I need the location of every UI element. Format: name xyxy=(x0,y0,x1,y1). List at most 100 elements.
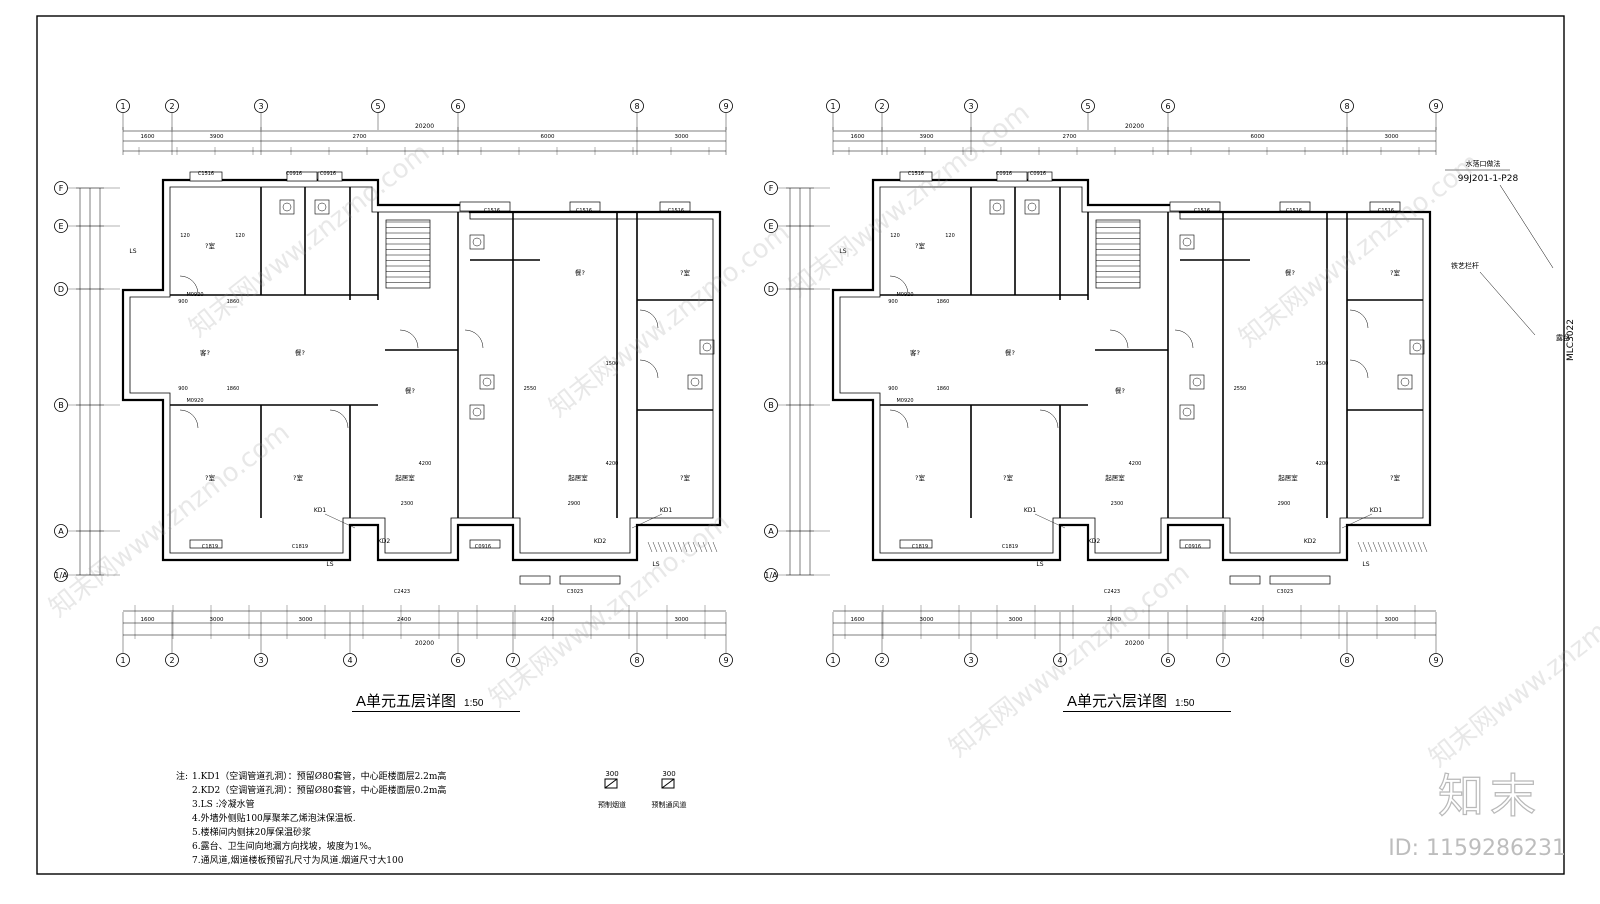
axis-row-B-label: B xyxy=(58,401,64,410)
fixture-bowl xyxy=(482,377,492,387)
axis-top-2-circle xyxy=(875,99,889,113)
room-label: ?室 xyxy=(680,268,690,277)
window xyxy=(1179,539,1211,549)
room-label: 起居室 xyxy=(1278,473,1298,482)
axis-top-9-circle xyxy=(1429,99,1443,113)
door-swing xyxy=(179,275,199,295)
opening-code: C1819 xyxy=(202,544,218,550)
room-label: 餐? xyxy=(1005,348,1015,357)
dim-text: 900 xyxy=(178,386,188,392)
opening-code: C1516 xyxy=(1286,208,1302,214)
note-item: 4.外墙外侧贴100厚聚苯乙烯泡沫保温板. xyxy=(192,814,356,824)
axis-bottom-9-label: 9 xyxy=(723,656,728,665)
leader-line xyxy=(1034,513,1066,529)
dim-text: 2550 xyxy=(1234,386,1247,392)
overall-dimension: 20200 xyxy=(1125,640,1144,647)
axis-top-9-circle xyxy=(719,99,733,113)
leader-line xyxy=(324,513,356,529)
opening-code: C1516 xyxy=(668,208,684,214)
top-dimension: 6000 xyxy=(1251,134,1265,140)
opening-code: C3023 xyxy=(567,589,583,595)
fixture xyxy=(314,199,330,215)
axis-bottom-6-circle xyxy=(1161,653,1175,667)
leader-line xyxy=(1499,184,1554,269)
opening-code: C1819 xyxy=(912,544,928,550)
dim-text: 4200 xyxy=(1129,461,1142,467)
axis-bottom-8-label: 8 xyxy=(1344,656,1349,665)
window xyxy=(1229,575,1261,585)
window xyxy=(1027,171,1053,182)
axis-bottom-8-circle xyxy=(630,653,644,667)
notes-list: 1.KD1（空调管道孔洞）：预留Ø80套管，中心距楼面层2.2m高 2.KD2（… xyxy=(176,770,446,868)
balcony-hatch xyxy=(1367,541,1373,553)
opening-code: C1819 xyxy=(1002,544,1018,550)
room-label: 起居室 xyxy=(1105,473,1125,482)
axis-top-2-label: 2 xyxy=(169,102,174,111)
axis-row-E-circle xyxy=(764,219,778,233)
balcony-hatch xyxy=(682,541,688,553)
balcony-hatch xyxy=(702,541,708,553)
axis-row-E-label: E xyxy=(768,222,773,231)
dim-text: 1860 xyxy=(937,299,950,305)
axis-top-6-label: 6 xyxy=(455,102,460,111)
opening-code: C2423 xyxy=(394,589,410,595)
fixture-bowl xyxy=(282,202,292,212)
axis-top-5-circle xyxy=(371,99,385,113)
title-underline xyxy=(352,711,520,712)
fixture xyxy=(989,199,1005,215)
duct-symbol-icon xyxy=(661,778,675,789)
dim-text: 900 xyxy=(888,386,898,392)
ls-label: LS xyxy=(1362,561,1369,568)
door-swing xyxy=(1109,329,1129,349)
roof-drain-ref: 99J201-1-P28 xyxy=(1458,174,1519,184)
window xyxy=(1369,201,1401,212)
balcony-hatch xyxy=(1412,541,1418,553)
exterior-wall-inner xyxy=(129,186,714,554)
dim-text: 2550 xyxy=(524,386,537,392)
room-label: ?室 xyxy=(1390,473,1400,482)
room-label: 餐? xyxy=(575,268,585,277)
axis-row-1-A-circle xyxy=(54,568,68,582)
top-dimension: 2700 xyxy=(1063,134,1077,140)
axis-bottom-1-label: 1 xyxy=(120,656,125,665)
door-swing xyxy=(179,409,199,429)
axis-bottom-7-circle xyxy=(1216,653,1230,667)
axis-top-8-label: 8 xyxy=(634,102,639,111)
sheet-border xyxy=(36,15,1565,875)
balcony-hatch xyxy=(1382,541,1388,553)
room-label: 客? xyxy=(910,348,920,357)
axis-bottom-2-label: 2 xyxy=(169,656,174,665)
axis-row-A-circle xyxy=(764,524,778,538)
window xyxy=(189,539,223,549)
room-label: 餐? xyxy=(1285,268,1295,277)
fixture-bowl xyxy=(702,342,712,352)
window xyxy=(659,201,691,212)
balcony-hatch xyxy=(1362,541,1368,553)
opening-code: C0916 xyxy=(320,171,336,177)
dim-text: 2900 xyxy=(568,501,581,507)
ls-label: LS xyxy=(326,561,333,568)
balcony-hatch xyxy=(1377,541,1383,553)
balcony-hatch xyxy=(712,541,718,553)
axis-bottom-2-circle xyxy=(165,653,179,667)
window xyxy=(189,171,223,182)
room-label: 起居室 xyxy=(568,473,588,482)
axis-row-F-circle xyxy=(764,181,778,195)
dim-text: 900 xyxy=(178,299,188,305)
axis-bottom-7-label: 7 xyxy=(510,656,515,665)
axis-row-E-circle xyxy=(54,219,68,233)
opening-code: C0916 xyxy=(475,544,491,550)
balcony-hatch xyxy=(1402,541,1408,553)
axis-bottom-4-circle xyxy=(343,653,357,667)
fixture xyxy=(1179,404,1195,420)
kd1-label: KD1 xyxy=(314,507,327,514)
room-label: ?室 xyxy=(915,241,925,250)
balcony-hatch xyxy=(662,541,668,553)
dim-text: 2900 xyxy=(1278,501,1291,507)
dim-text: 1860 xyxy=(937,386,950,392)
axis-row-A-label: A xyxy=(58,527,64,536)
axis-bottom-1-label: 1 xyxy=(830,656,835,665)
flue-symbol-icon xyxy=(604,778,618,789)
